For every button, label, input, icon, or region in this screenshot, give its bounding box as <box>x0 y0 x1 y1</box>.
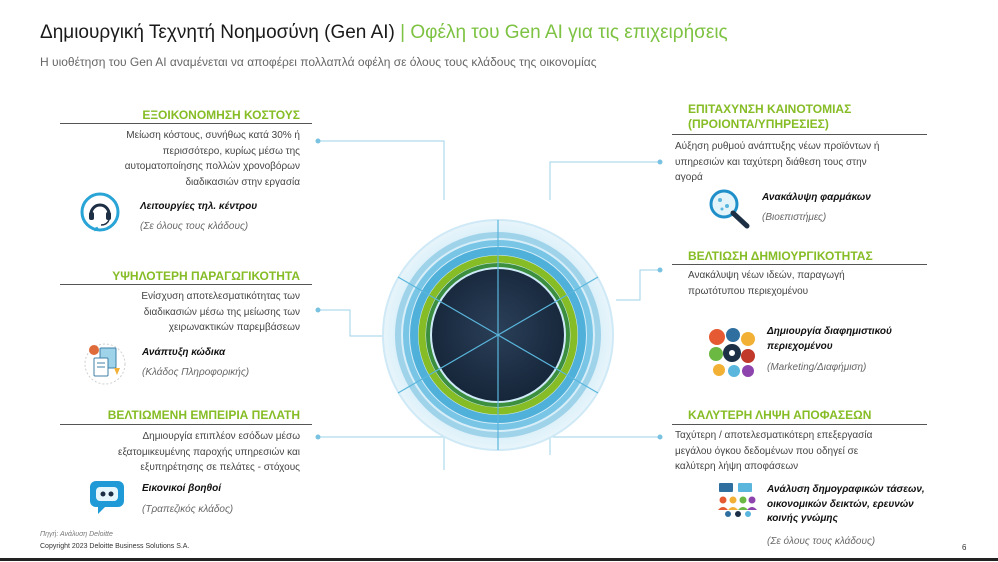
cost-example-sector: (Σε όλους τους κλάδους) <box>140 221 249 232</box>
customer-divider <box>60 424 312 425</box>
customer-desc-line: εξατομικευμένης παροχής υπηρεσιών και <box>118 446 300 458</box>
decisions-example-line: οικονομικών δεικτών, ερευνών <box>767 498 914 510</box>
creativity-divider <box>672 264 927 265</box>
chatbot-icon <box>90 481 124 514</box>
innovation-title-line: ΕΠΙΤΑΧΥΝΣΗ ΚΑΙΝΟΤΟΜΙΑΣ <box>688 102 852 116</box>
title-accent: Οφέλη του Gen AI για τις επιχειρήσεις <box>410 22 728 43</box>
innovation-example-sector: (Βιοεπιστήμες) <box>762 212 827 223</box>
creativity-example-line: περιεχομένου <box>767 340 833 352</box>
innovation-example: Ανακάλυψη φαρμάκων <box>762 192 871 203</box>
decisions-example-line: Ανάλυση δημογραφικών τάσεων, <box>767 484 925 495</box>
decisions-desc-line: Ταχύτερη / αποτελεσματικότερη επεξεργασί… <box>675 430 873 441</box>
decisions-divider <box>672 424 927 425</box>
creativity-desc-line: Ανακάλυψη νέων ιδεών, παραγωγή <box>688 270 845 281</box>
creativity-title: ΒΕΛΤΙΩΣΗ ΔΗΜΙΟΥΡΓΙΚΟΤΗΤΑΣ <box>688 249 873 263</box>
creativity-desc-line: πρωτότυπου περιεχομένου <box>688 285 809 297</box>
productivity-description: Ενίσχυση αποτελεσματικότητας των διαδικα… <box>60 289 300 336</box>
productivity-example: Ανάπτυξη κώδικα <box>142 347 226 358</box>
magnifier-icon <box>709 189 750 229</box>
footer-copyright: Copyright 2023 Deloitte Business Solutio… <box>40 543 190 550</box>
creativity-description: Ανακάλυψη νέων ιδεών, παραγωγή πρωτότυπο… <box>688 268 938 299</box>
productivity-divider <box>60 284 312 285</box>
customer-example-sector: (Τραπεζικός κλάδος) <box>142 504 234 515</box>
code-documents-icon <box>84 343 126 385</box>
title-main: Δημιουργική Τεχνητή Νοημοσύνη (Gen AI) <box>40 22 395 43</box>
decisions-description: Ταχύτερη / αποτελεσματικότερη επεξεργασί… <box>675 428 940 475</box>
cost-desc-line: αυτοματοποίησης πολλών χρονοβόρων <box>124 161 300 172</box>
people-analytics-icon <box>718 483 757 517</box>
cost-divider <box>60 123 312 124</box>
creativity-example-line: Δημιουργία διαφημιστικού <box>767 326 892 337</box>
decisions-example-line: κοινής γνώμης <box>767 513 838 524</box>
bottom-divider <box>0 558 998 561</box>
headset-icon <box>80 192 120 232</box>
productivity-desc-line: χειρωνακτικών παρεμβάσεων <box>168 322 300 333</box>
title-separator: | <box>400 22 406 43</box>
productivity-desc-line: διαδικασιών μέσω της μείωσης των <box>143 306 300 318</box>
customer-example: Εικονικοί βοηθοί <box>142 483 222 494</box>
cost-desc-line: Μείωση κόστους, συνήθως κατά 30% ή <box>126 130 300 141</box>
customer-desc-line: Δημιουργία επιπλέον εσόδων μέσω <box>142 431 300 442</box>
decisions-title: ΚΑΛΥΤΕΡΗ ΛΗΨΗ ΑΠΟΦΑΣΕΩΝ <box>688 408 872 422</box>
productivity-example-sector: (Κλάδος Πληροφορικής) <box>142 367 250 378</box>
decisions-desc-line: μεγάλου όγκου δεδομένων που οδηγεί σε <box>675 445 859 457</box>
innovation-desc-line: αγορά <box>675 172 703 183</box>
innovation-desc-line: υπηρεσιών και ταχύτερη διάθεση τους στην <box>675 156 867 168</box>
decisions-example: Ανάλυση δημογραφικών τάσεων, οικονομικών… <box>767 483 925 527</box>
cost-description: Μείωση κόστους, συνήθως κατά 30% ή περισ… <box>60 128 300 190</box>
page-number: 6 <box>962 543 967 552</box>
decisions-desc-line: καλύτερη λήψη αποφάσεων <box>675 461 799 472</box>
productivity-title: ΥΨΗΛΟΤΕΡΗ ΠΑΡΑΓΩΓΙΚΟΤΗΤΑ <box>112 269 300 283</box>
cost-desc-line: περισσότερο, κυρίως μέσω της <box>162 145 300 157</box>
customer-title: ΒΕΛΤΙΩΜΕΝΗ ΕΜΠΕΙΡΙΑ ΠΕΛΑΤΗ <box>107 408 300 422</box>
innovation-title-line: (ΠΡΟΙΟΝΤΑ/ΥΠΗΡΕΣΙΕΣ) <box>688 117 829 131</box>
creative-icons-icon <box>709 328 755 377</box>
decisions-example-sector: (Σε όλους τους κλάδους) <box>767 536 876 547</box>
customer-desc-line: εξυπηρέτησης σε πελάτες - στόχους <box>140 462 300 473</box>
innovation-divider <box>672 134 927 135</box>
customer-description: Δημιουργία επιπλέον εσόδων μέσω εξατομικ… <box>60 429 300 476</box>
creativity-example-sector: (Marketing/Διαφήμιση) <box>767 362 867 373</box>
creativity-example: Δημιουργία διαφημιστικού περιεχομένου <box>767 325 892 354</box>
innovation-description: Αύξηση ρυθμού ανάπτυξης νέων προϊόντων ή… <box>675 139 935 186</box>
footer-source: Πηγή: Ανάλυση Deloitte <box>40 531 113 538</box>
page-subtitle: Η υιοθέτηση του Gen AI αναμένεται να απο… <box>40 55 597 69</box>
innovation-title: ΕΠΙΤΑΧΥΝΣΗ ΚΑΙΝΟΤΟΜΙΑΣ (ΠΡΟΙΟΝΤΑ/ΥΠΗΡΕΣΙ… <box>688 102 938 132</box>
productivity-desc-line: Ενίσχυση αποτελεσματικότητας των <box>141 291 300 302</box>
innovation-desc-line: Αύξηση ρυθμού ανάπτυξης νέων προϊόντων ή <box>675 141 880 152</box>
cost-title: ΕΞΟΙΚΟΝΟΜΗΣΗ ΚΟΣΤΟΥΣ <box>142 108 300 122</box>
cost-example: Λειτουργίες τηλ. κέντρου <box>140 201 258 212</box>
page-title: Δημιουργική Τεχνητή Νοημοσύνη (Gen AI) |… <box>40 22 728 44</box>
cost-desc-line: διαδικασιών στην εργασία <box>185 176 300 188</box>
